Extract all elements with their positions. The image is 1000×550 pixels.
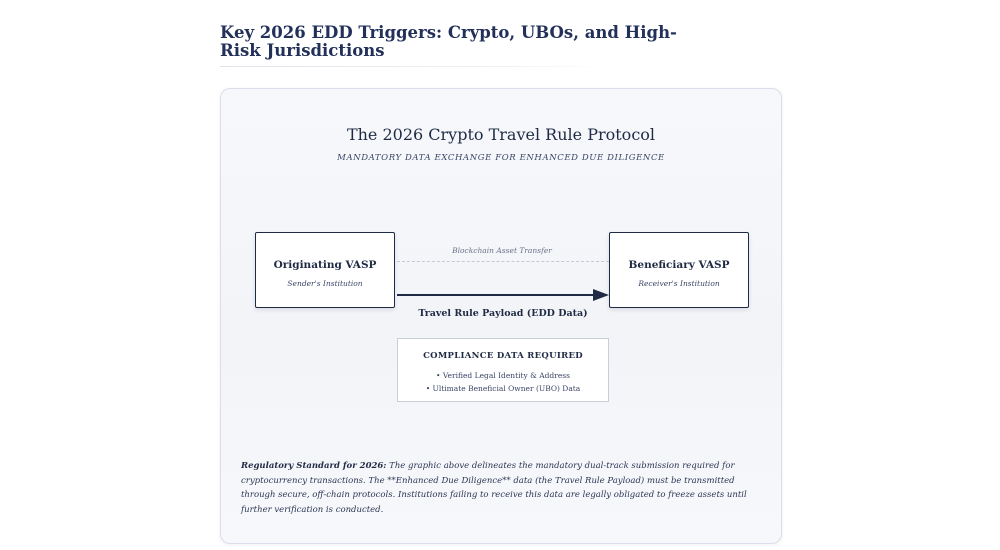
diagram-subtitle: MANDATORY DATA EXCHANGE FOR ENHANCED DUE… xyxy=(337,153,665,163)
beneficiary-vasp-node: Beneficiary VASP Receiver's Institution xyxy=(609,232,749,308)
diagram-title: The 2026 Crypto Travel Rule Protocol xyxy=(346,125,656,144)
originating-vasp-role: Sender's Institution xyxy=(287,279,363,288)
beneficiary-vasp-role: Receiver's Institution xyxy=(638,279,720,288)
title-divider xyxy=(220,66,610,67)
compliance-heading: COMPLIANCE DATA REQUIRED xyxy=(423,351,583,361)
regulatory-note-lead: Regulatory Standard for 2026: xyxy=(241,461,387,471)
travel-rule-payload-label: Travel Rule Payload (EDD Data) xyxy=(418,308,588,319)
compliance-data-box: COMPLIANCE DATA REQUIRED • Verified Lega… xyxy=(397,338,609,402)
beneficiary-vasp-name: Beneficiary VASP xyxy=(628,259,730,271)
regulatory-note: Regulatory Standard for 2026: The graphi… xyxy=(241,459,771,517)
compliance-item: • Ultimate Beneficial Owner (UBO) Data xyxy=(425,384,581,393)
arrow-head-icon xyxy=(593,289,609,301)
page-title: Key 2026 EDD Triggers: Crypto, UBOs, and… xyxy=(220,23,677,60)
originating-vasp-node: Originating VASP Sender's Institution xyxy=(255,232,395,308)
originating-vasp-name: Originating VASP xyxy=(273,259,377,271)
regulatory-note-body: The graphic above delineates the mandato… xyxy=(241,461,747,515)
blockchain-transfer-connector xyxy=(397,261,609,262)
diagram-card: The 2026 Crypto Travel Rule Protocol MAN… xyxy=(220,88,782,544)
travel-rule-arrow xyxy=(397,294,595,296)
compliance-list: • Verified Legal Identity & Address • Ul… xyxy=(398,369,608,395)
compliance-item: • Verified Legal Identity & Address xyxy=(436,371,570,380)
blockchain-transfer-label: Blockchain Asset Transfer xyxy=(452,246,552,255)
